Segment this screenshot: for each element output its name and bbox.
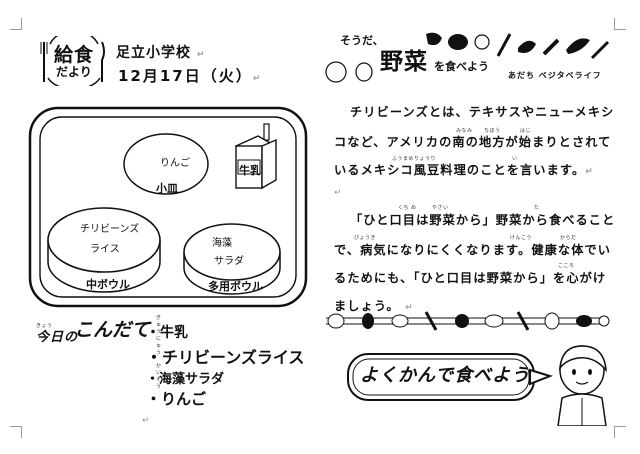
crop-mark-bottom-right <box>614 426 626 438</box>
ruby-byouki: びょうき <box>354 235 377 241</box>
ruby-chihou: ちほう <box>484 128 501 134</box>
return-mark: ↵ <box>334 188 342 198</box>
ruby-kokoro: こころ <box>558 263 575 269</box>
slogan-text: よくかんで食べよう <box>360 365 531 386</box>
ruby-kuchime: くち め <box>398 205 417 211</box>
kyushoku-badge: 給食 だより <box>40 36 106 86</box>
header-brand: あだち ベジタベライフ <box>508 71 602 80</box>
multi-bowl <box>183 223 281 295</box>
menu-ruby-kaiso: かいそう <box>156 363 162 390</box>
ruby-iimasu: い <box>512 156 518 162</box>
header-wo-tabeyou: を食べよう <box>434 60 489 73</box>
issue-date: 12月17日（火）↵ <box>118 67 263 85</box>
small-plate-label: 小皿 <box>156 182 178 195</box>
middle-bowl <box>47 207 161 293</box>
para1-line2: コなど、アメリカの南の地方が始まりとされて <box>334 135 612 149</box>
middle-bowl-label: 中ボウル <box>86 278 130 291</box>
para2-line1: 「ひと口目は野菜から」野菜から食べること <box>350 213 616 227</box>
menu-item-chili-beans-rice: ・チリビーンズライス <box>146 348 305 367</box>
vegetable-illustrations-icon <box>325 32 610 83</box>
crop-mark-top-left <box>10 18 22 30</box>
seaweed-label: 海藻 <box>212 238 232 249</box>
header-soda: そうだ、 <box>340 34 384 47</box>
menu-item-milk: ・牛乳 <box>146 325 188 341</box>
apple-label: りんご <box>160 158 190 169</box>
crop-mark-top-right <box>614 18 626 30</box>
ruby-kenkou: けんこう <box>510 235 533 241</box>
kondate-logo-kanji: 今日の <box>36 330 79 345</box>
rice-label: チリビーンズ <box>80 224 140 235</box>
return-mark: ↵ <box>142 416 150 426</box>
header-yasai: 野菜 <box>380 49 428 75</box>
ruby-minami: みなみ <box>456 128 473 134</box>
small-plate <box>123 133 209 195</box>
milk-carton-icon <box>234 123 277 190</box>
badge-title: 給食 <box>54 44 95 66</box>
kondate-logo: 今日の <box>36 326 78 345</box>
vegetable-border-icon <box>326 311 610 331</box>
kondate-logo-kana: こんだて <box>74 319 151 341</box>
para2-line3: るためにも、「ひと口目は野菜から」を心がけ <box>334 271 607 285</box>
menu-item-apple: ・りんご <box>146 390 207 408</box>
speech-bubble <box>347 353 554 401</box>
badge-subtitle: だより <box>56 65 92 79</box>
rice-label-2: ライス <box>90 244 120 255</box>
ruby-hajimari: はじ <box>520 128 532 134</box>
kondate-ruby: きょう <box>36 323 53 329</box>
menu-item-seaweed-salad: ・海藻サラダ <box>146 372 225 387</box>
school-name: 足立小学校 ↵ <box>116 45 206 61</box>
menu-ruby-gyunyu: ぎゅうにゅう <box>156 315 162 356</box>
salad-label: サラダ <box>214 256 244 267</box>
multi-bowl-label: 多用ボウル <box>208 280 263 293</box>
plate-fork-icon <box>40 36 105 86</box>
crop-mark-bottom-left <box>10 426 22 438</box>
para2-line4: ましょう。 ↵ <box>334 299 414 313</box>
ruby-yasai: やさい <box>432 205 449 211</box>
para2-line2: で、病気になりにくくなります。健康な体でい <box>334 243 612 257</box>
milk-label: 牛乳 <box>239 164 261 177</box>
para1-line1: チリビーンズとは、テキサスやニューメキシ <box>350 105 615 119</box>
para1-line3: いるメキシコ風豆料理のことを言います。↵ <box>334 163 594 177</box>
vegetable-column-header: そうだ、 野菜 を食べよう あだち ベジタベライフ <box>322 28 612 90</box>
girl-character-icon <box>557 345 607 426</box>
ruby-karada: からだ <box>560 235 577 241</box>
ruby-fuumame: ふうまめりょうり <box>392 156 437 162</box>
ruby-taberu: た <box>534 205 540 211</box>
tray-illustration <box>28 106 308 308</box>
